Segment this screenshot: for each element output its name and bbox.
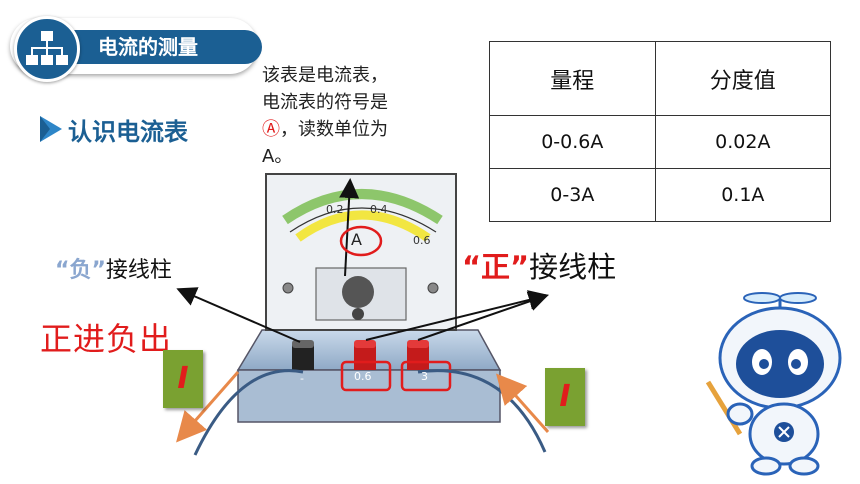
scale-label: 0.6 xyxy=(413,234,431,247)
table-header: 分度值 xyxy=(654,40,832,117)
desc-line4: A。 xyxy=(262,146,293,167)
meter-symbol: A xyxy=(351,230,362,249)
scale-label: 0.2 xyxy=(326,203,344,216)
terminal-label: - xyxy=(300,372,304,385)
terminal-label: 3 xyxy=(421,370,428,383)
current-box-right: I xyxy=(545,368,585,426)
positive-terminal-label: “正”接线柱 xyxy=(462,244,616,286)
desc-line3: Ⓐ，读数单位为 xyxy=(262,116,442,143)
table-cell: 0-3A xyxy=(489,168,656,222)
description-text: 该表是电流表， 电流表的符号是 Ⓐ，读数单位为 A。 xyxy=(262,62,442,170)
current-box-left: I xyxy=(163,350,203,408)
table-row: 0-3A 0.1A xyxy=(489,168,832,222)
robot-mascot-icon xyxy=(705,292,842,476)
slogan: 正进负出 xyxy=(40,320,173,358)
positive-text: 接线柱 xyxy=(529,250,617,284)
desc-line3-rest: ，读数单位为 xyxy=(280,119,388,140)
negative-text: 接线柱 xyxy=(105,258,172,283)
desc-line2: 电流表的符号是 xyxy=(262,92,388,113)
table-header: 量程 xyxy=(489,40,656,117)
table-row: 0-0.6A 0.02A xyxy=(489,115,832,170)
page-title: 电流的测量 xyxy=(64,30,262,64)
triangle-play-icon xyxy=(40,116,62,142)
scale-label: 0.4 xyxy=(370,203,388,216)
terminal-label: 0.6 xyxy=(354,370,372,383)
positive-quote: “正” xyxy=(462,250,530,284)
range-table: 量程 分度值 0-0.6A 0.02A 0-3A 0.1A xyxy=(489,40,832,222)
section-subtitle: 认识电流表 xyxy=(68,118,188,146)
ammeter-symbol: Ⓐ xyxy=(262,119,280,140)
table-cell: 0.1A xyxy=(654,168,832,222)
desc-line1: 该表是电流表， xyxy=(262,65,388,86)
negative-terminal-label: “负”接线柱 xyxy=(55,252,172,284)
table-header-row: 量程 分度值 xyxy=(489,40,832,117)
hierarchy-icon xyxy=(14,16,80,82)
table-cell: 0.02A xyxy=(654,115,832,170)
negative-quote: “负” xyxy=(55,258,106,283)
